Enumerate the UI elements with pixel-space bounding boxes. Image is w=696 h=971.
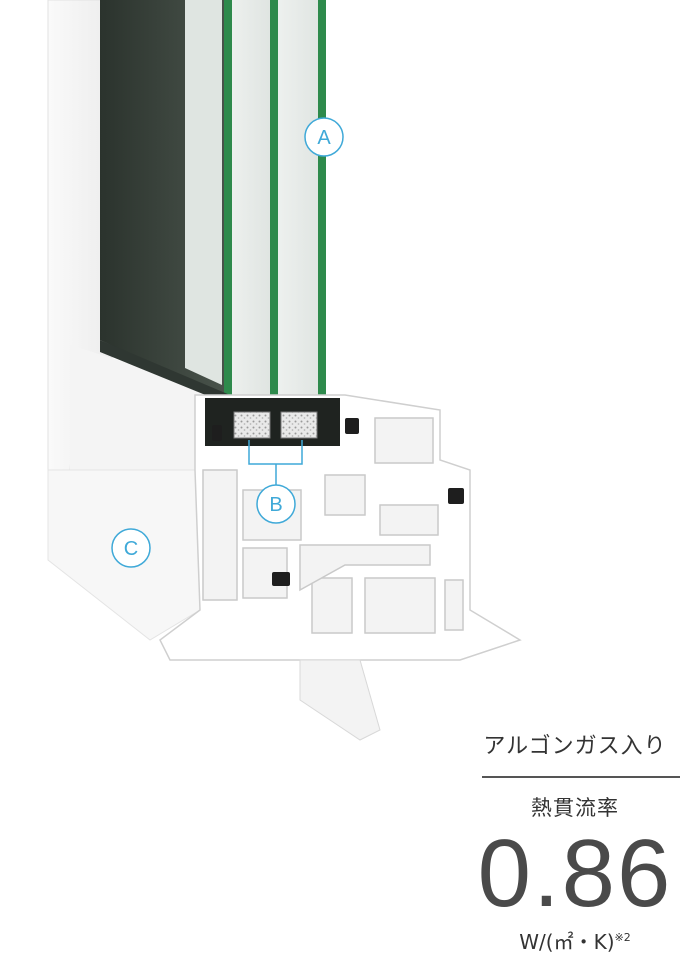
spacer-right xyxy=(280,411,318,439)
glass-edge-3 xyxy=(318,0,326,420)
glass-edge-1 xyxy=(224,0,232,420)
sill-top xyxy=(70,345,230,470)
svg-text:A: A xyxy=(317,127,331,149)
thermal-info-panel: アルゴンガス入り 熱貫流率 0.86 W/(㎡・K)※2 xyxy=(470,730,680,955)
svg-text:C: C xyxy=(124,538,138,560)
callout-a: A xyxy=(304,117,344,157)
spacer-left xyxy=(233,411,271,439)
gaskets xyxy=(212,418,464,586)
thermal-transmittance-label: 熱貫流率 xyxy=(531,796,619,820)
unit-note: ※2 xyxy=(614,931,631,944)
profile-chambers xyxy=(202,417,464,634)
glass-edge-2 xyxy=(270,0,278,420)
glazing-base xyxy=(205,398,340,446)
argon-gas-label: アルゴンガス入り xyxy=(483,734,667,759)
unit-text: W/(㎡・K) xyxy=(519,930,615,954)
sash-strip xyxy=(185,0,222,385)
callout-b: B xyxy=(248,440,303,524)
u-value-unit: W/(㎡・K)※2 xyxy=(470,926,680,955)
sill-dark-band xyxy=(100,340,230,405)
callout-c: C xyxy=(111,528,151,568)
glass-pane-inner xyxy=(228,0,272,420)
bottom-fin xyxy=(299,659,381,741)
divider xyxy=(482,776,680,778)
svg-text:B: B xyxy=(269,494,282,516)
glass-pane-outer xyxy=(276,0,322,420)
u-value: 0.86 xyxy=(477,820,673,927)
